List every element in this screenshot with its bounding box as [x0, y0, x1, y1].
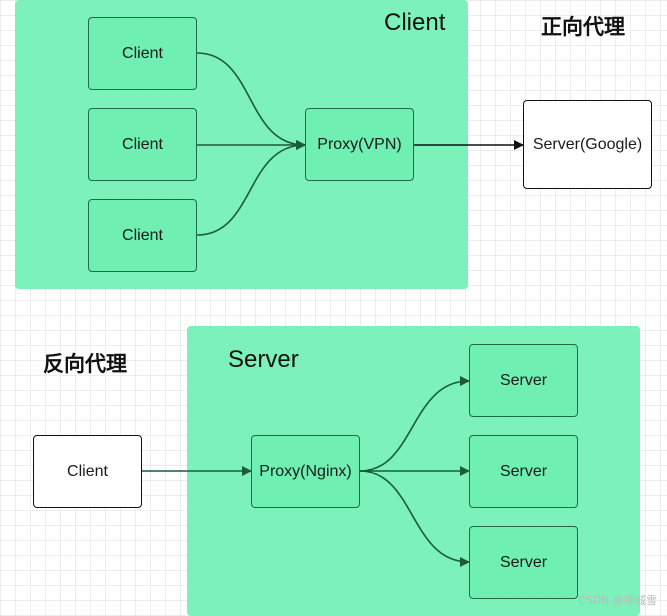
forward-client-node-2[interactable]: Client — [88, 108, 197, 181]
csdn-watermark: CSDN @顿城雪 — [578, 594, 657, 607]
forward-region-label: Client — [384, 9, 446, 36]
forward-client-node-1[interactable]: Client — [88, 17, 197, 90]
forward-server-google-node[interactable]: Server(Google) — [523, 100, 652, 189]
reverse-server-node-3[interactable]: Server — [469, 526, 578, 599]
reverse-server-node-2[interactable]: Server — [469, 435, 578, 508]
reverse-proxy-nginx-node[interactable]: Proxy(Nginx) — [251, 435, 360, 508]
reverse-server-node-1[interactable]: Server — [469, 344, 578, 417]
reverse-region-label: Server — [228, 346, 299, 373]
reverse-client-node[interactable]: Client — [33, 435, 142, 508]
forward-client-node-3[interactable]: Client — [88, 199, 197, 272]
forward-proxy-title: 正向代理 — [541, 15, 625, 39]
reverse-proxy-title: 反向代理 — [43, 352, 127, 376]
forward-proxy-vpn-node[interactable]: Proxy(VPN) — [305, 108, 414, 181]
